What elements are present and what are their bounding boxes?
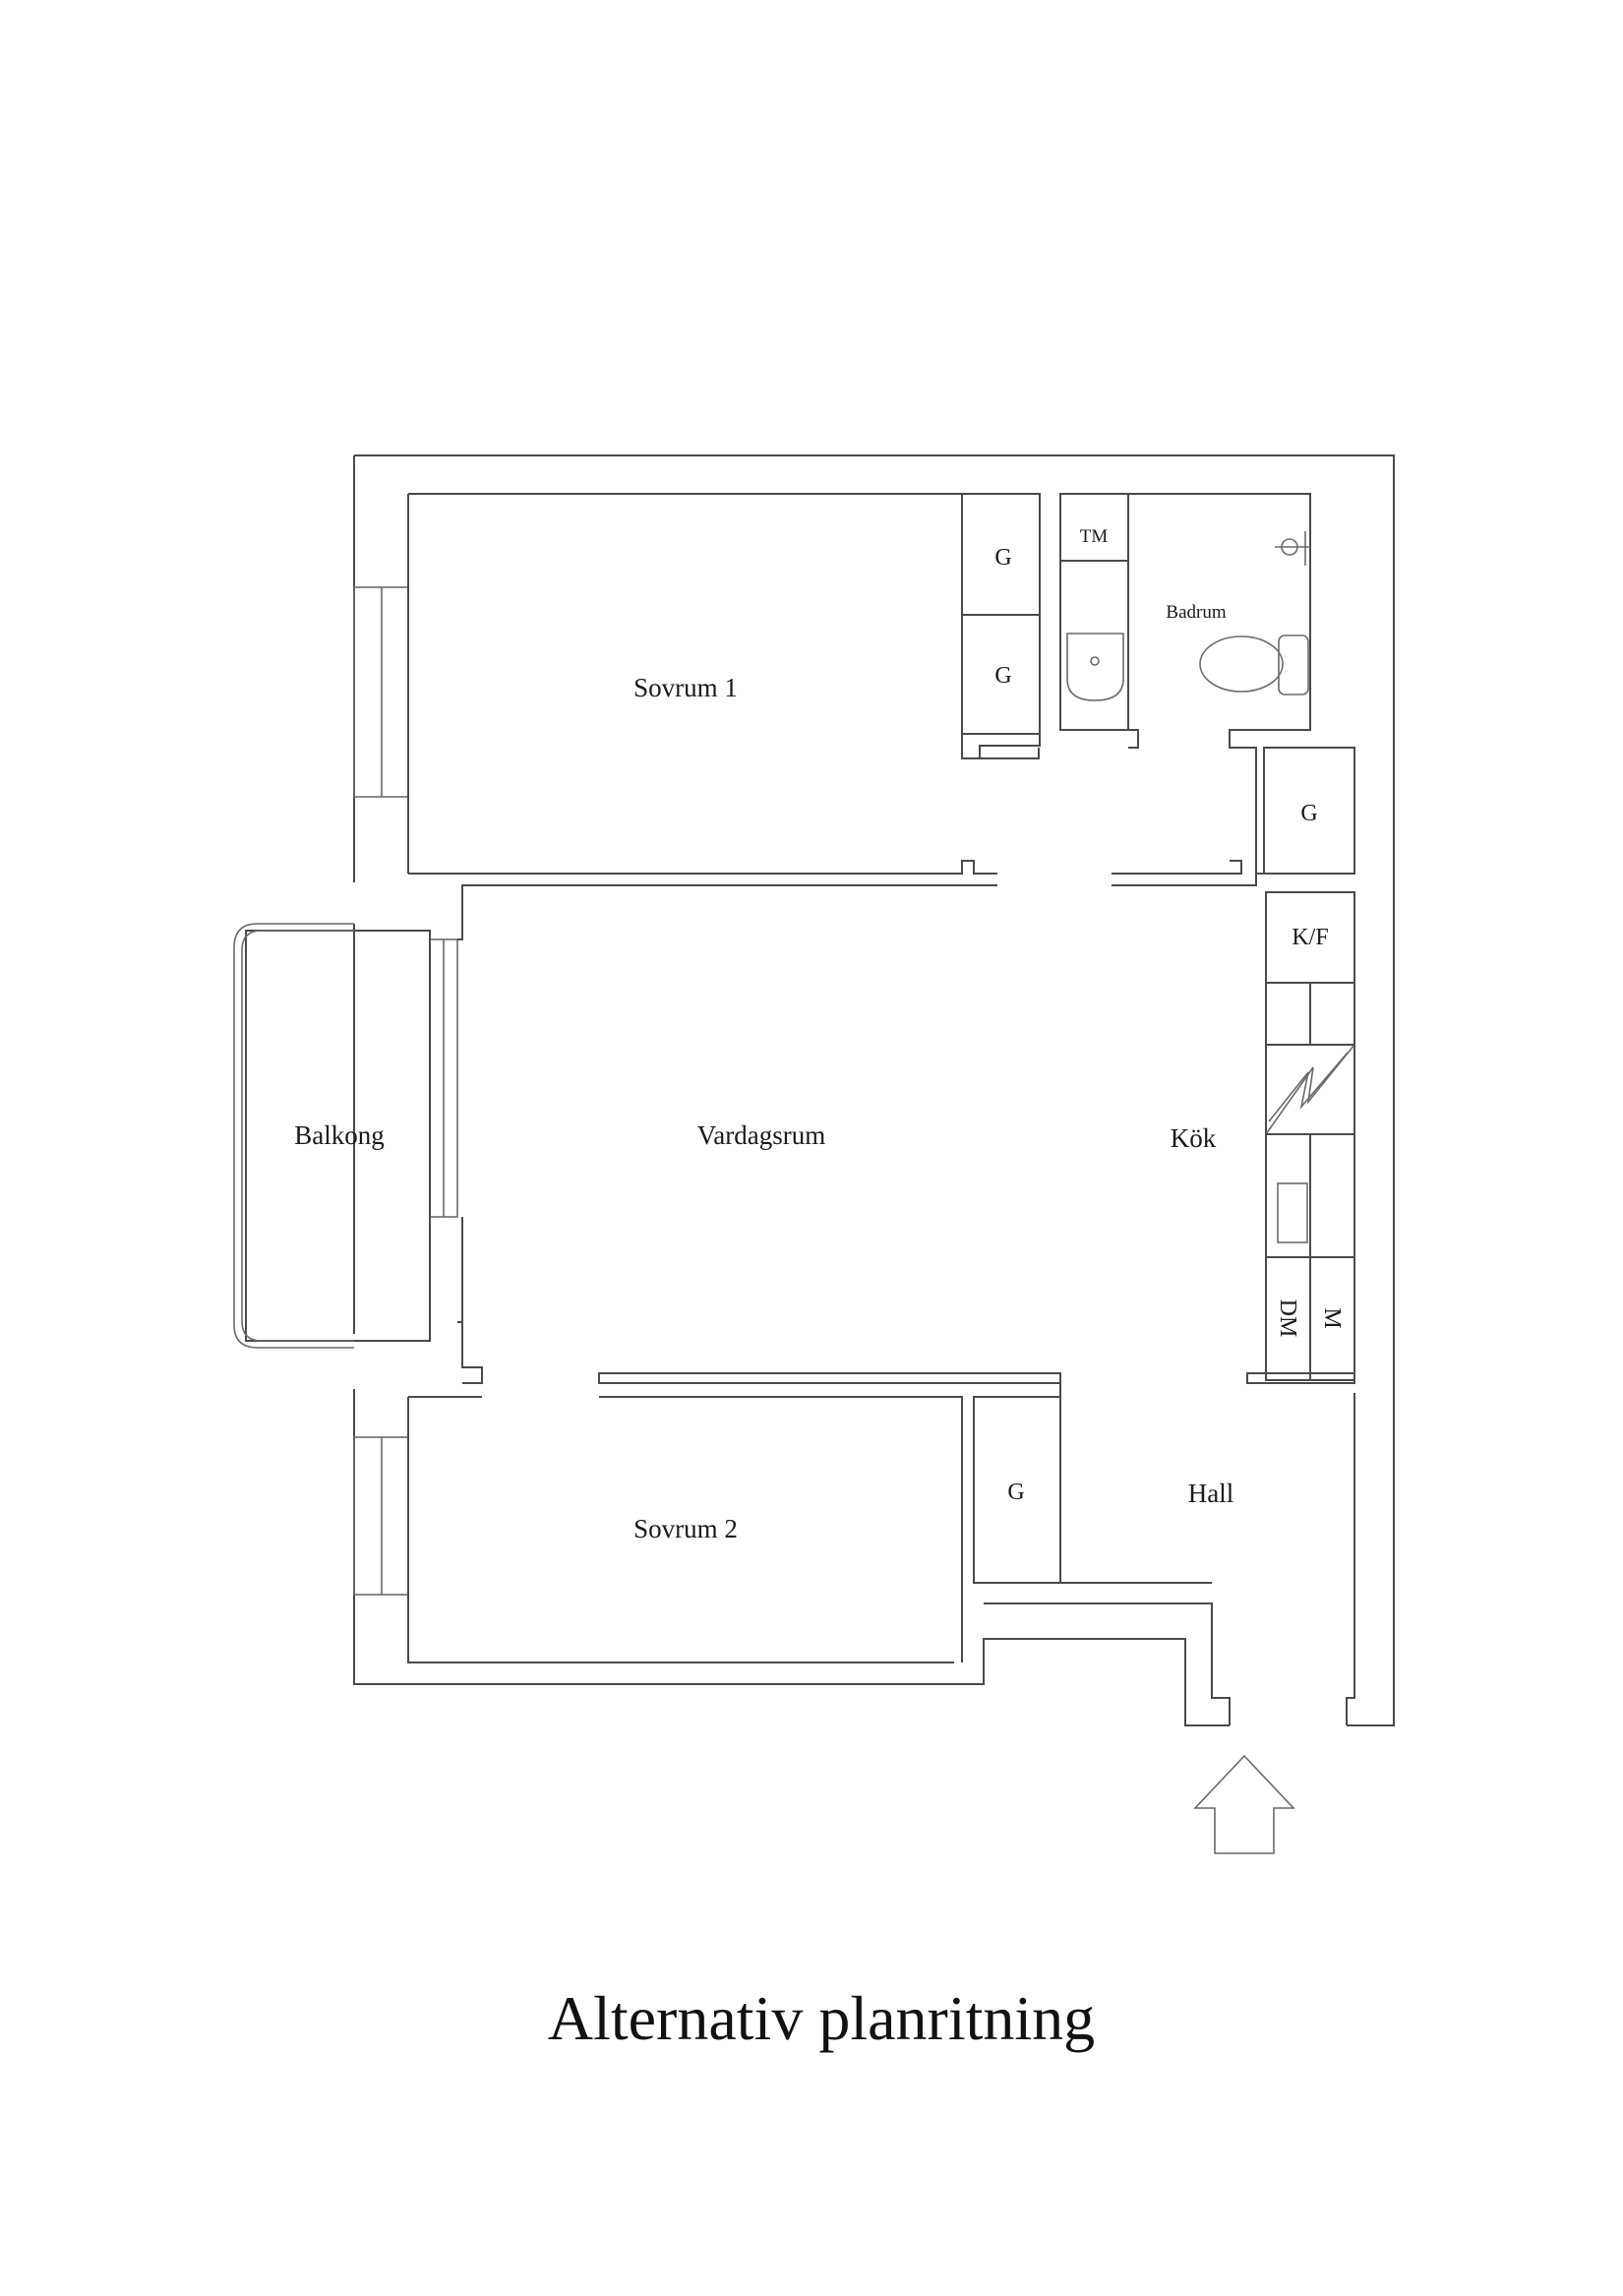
label-kyl-frys: K/F bbox=[1292, 925, 1328, 950]
room-sovrum2 bbox=[407, 1396, 963, 1662]
room-vardagsrum bbox=[457, 874, 1355, 1384]
window-vardagsrum bbox=[429, 938, 458, 1218]
label-badrum: Badrum bbox=[1166, 602, 1226, 623]
label-wardrobe-4: G bbox=[1007, 1480, 1024, 1505]
label-diskmaskin: DM bbox=[1275, 1299, 1300, 1338]
label-balkong: Balkong bbox=[294, 1120, 385, 1150]
outer-walls bbox=[353, 454, 1395, 1726]
entrance-arrow-icon bbox=[1193, 1754, 1295, 1854]
wardrobes-sovrum1 bbox=[961, 493, 1041, 759]
window-sovrum1 bbox=[353, 586, 409, 798]
room-badrum bbox=[1059, 493, 1311, 749]
label-wardrobe-2: G bbox=[994, 663, 1011, 689]
label-kok: Kök bbox=[1171, 1123, 1217, 1153]
label-tvattmaskin: TM bbox=[1080, 526, 1109, 547]
label-hall: Hall bbox=[1188, 1479, 1234, 1508]
label-sovrum1: Sovrum 1 bbox=[633, 673, 738, 702]
label-mikro: M bbox=[1319, 1307, 1345, 1328]
balcony bbox=[233, 923, 431, 1349]
wardrobe-right bbox=[1112, 730, 1355, 875]
label-wardrobe-1: G bbox=[994, 545, 1011, 571]
wardrobe-hall bbox=[973, 1383, 1212, 1584]
label-sovrum2: Sovrum 2 bbox=[633, 1514, 738, 1543]
label-vardagsrum: Vardagsrum bbox=[697, 1120, 825, 1150]
window-sovrum2 bbox=[353, 1436, 409, 1596]
page-title: Alternativ planritning bbox=[548, 1983, 1095, 2053]
kitchen-units bbox=[1265, 891, 1355, 1381]
label-wardrobe-3: G bbox=[1300, 801, 1317, 826]
